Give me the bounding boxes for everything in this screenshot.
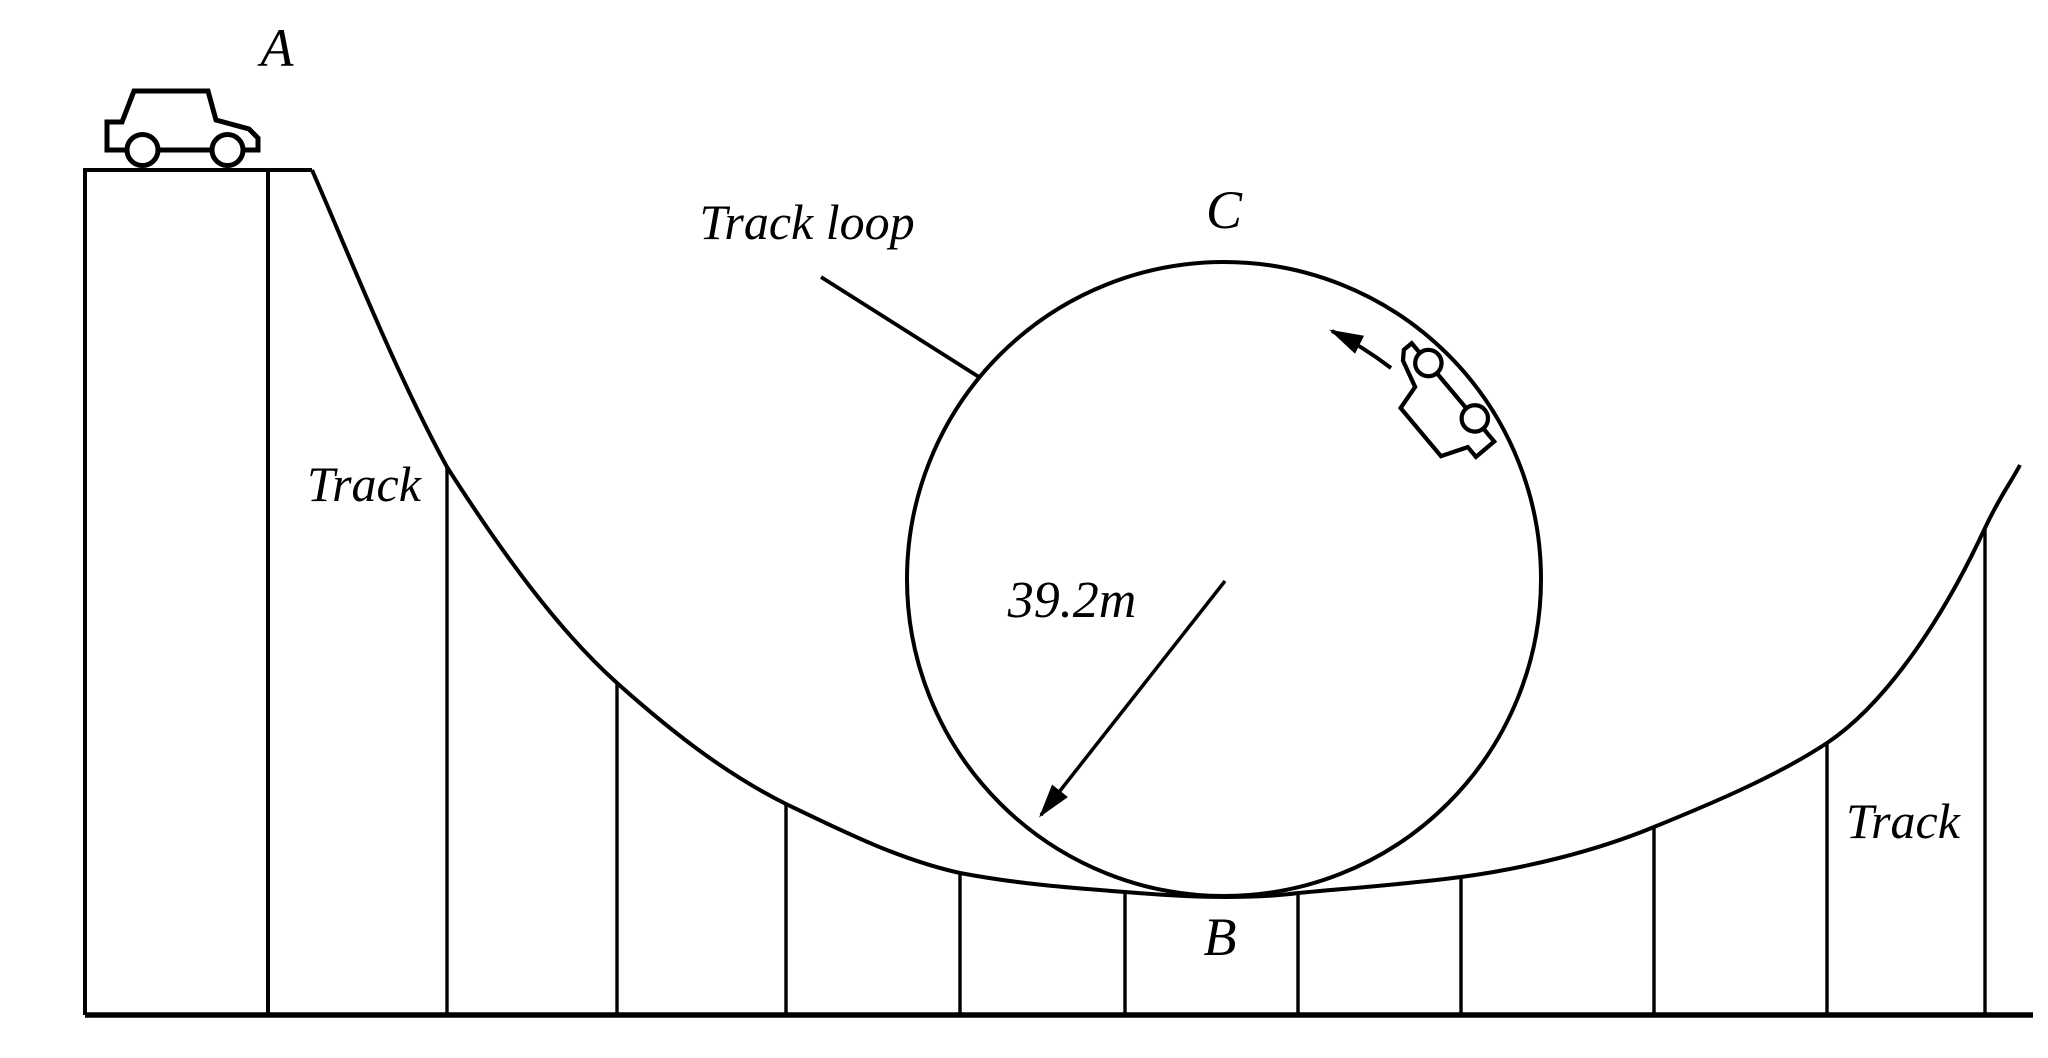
track-loop-leader-line xyxy=(819,275,981,379)
point-label-b: B xyxy=(1204,907,1237,967)
track-label-right: Track xyxy=(1846,793,1961,849)
radius-label: 39.2m xyxy=(1007,572,1137,629)
car-icon xyxy=(107,91,258,166)
loop-circle xyxy=(905,260,1543,898)
direction-arrow-icon xyxy=(1329,329,1393,370)
radius-arrow xyxy=(1039,579,1227,818)
track-label-left: Track xyxy=(307,456,422,512)
launch-platform xyxy=(83,168,312,1015)
point-label-a: A xyxy=(258,18,295,78)
support-posts xyxy=(445,467,1987,1015)
point-label-c: C xyxy=(1206,180,1243,240)
loop-car-icon xyxy=(1373,335,1504,474)
track-loop-label: Track loop xyxy=(699,194,914,250)
track-curve xyxy=(310,169,2022,900)
